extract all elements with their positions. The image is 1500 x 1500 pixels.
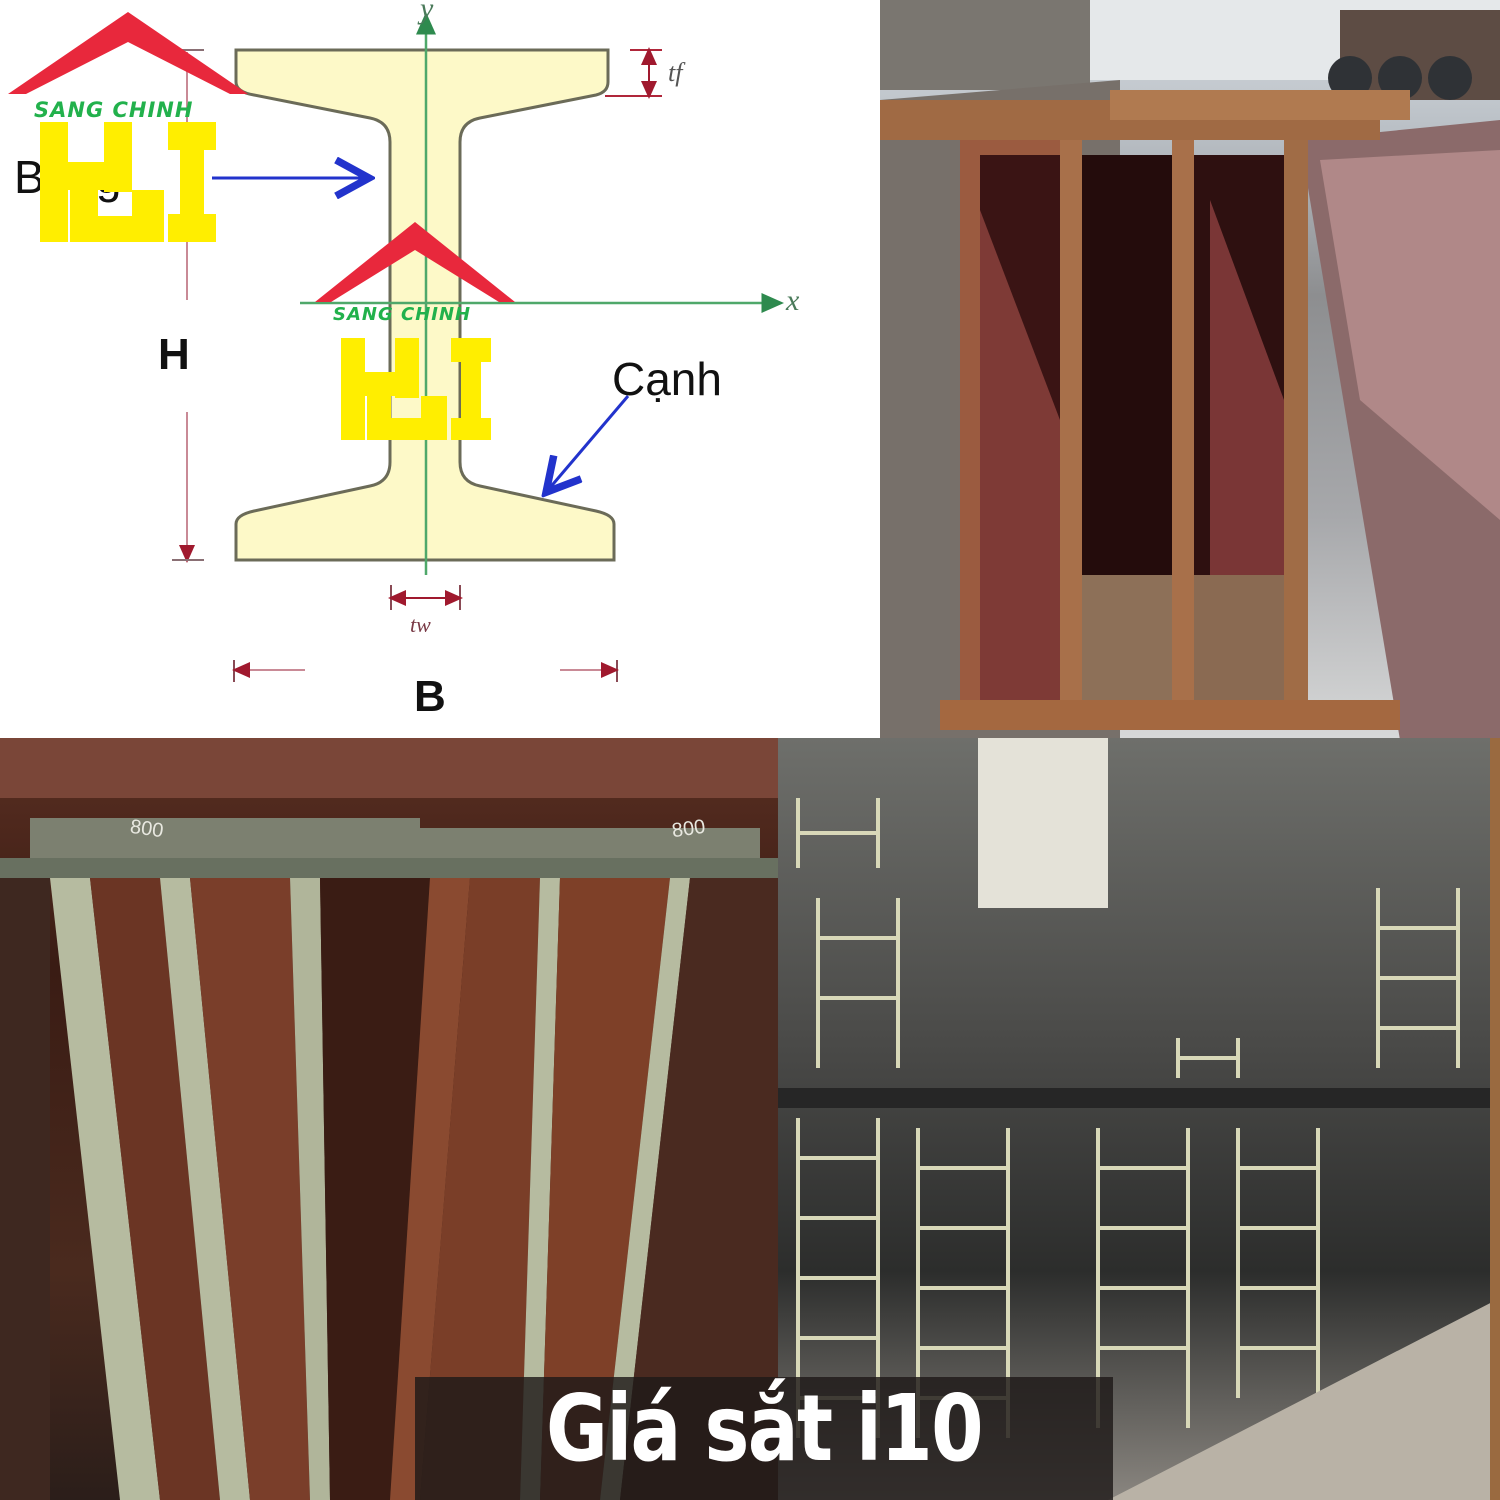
ibeam-diagram	[172, 12, 784, 682]
width-label: B	[414, 672, 446, 721]
house-roof-icon	[315, 222, 515, 440]
beam-marking: 800	[670, 815, 707, 843]
flange-edge-label: Cạnh	[612, 353, 722, 405]
height-label: H	[158, 330, 190, 379]
flange-thickness-label: tf	[668, 58, 683, 87]
sang-chinh-logo: SANG CHINH	[315, 222, 515, 442]
brand-name: SANG CHINH	[34, 98, 194, 122]
sang-chinh-logo: SANG CHINH	[8, 12, 248, 247]
beam-marking: 800	[128, 815, 165, 843]
web-thickness-label: tw	[410, 612, 431, 637]
ibeam-diagram-panel: Bụng Cạnh H B x y tf tw SANG CHINH	[0, 0, 880, 738]
rusty-ibeam-photo	[880, 0, 1500, 738]
brand-name: SANG CHINH	[333, 304, 472, 325]
photo-rusty-stack: 800 800	[0, 738, 778, 1500]
y-axis-label: y	[420, 0, 434, 25]
warehouse-ibeams-photo	[778, 738, 1500, 1500]
stacked-ibeams-photo	[0, 738, 778, 1500]
price-caption-banner: Giá sắt i10	[415, 1377, 1113, 1500]
photo-warehouse-racks	[778, 738, 1500, 1500]
caption-title: Giá sắt i10	[546, 1375, 984, 1482]
x-axis-label: x	[786, 284, 800, 317]
photo-beams-end-view	[880, 0, 1500, 738]
house-roof-icon	[8, 12, 248, 242]
